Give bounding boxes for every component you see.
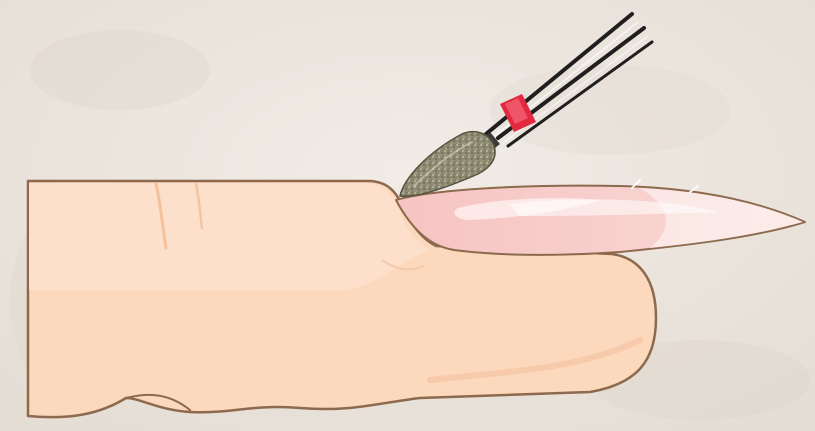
- finger-highlight: [29, 183, 430, 290]
